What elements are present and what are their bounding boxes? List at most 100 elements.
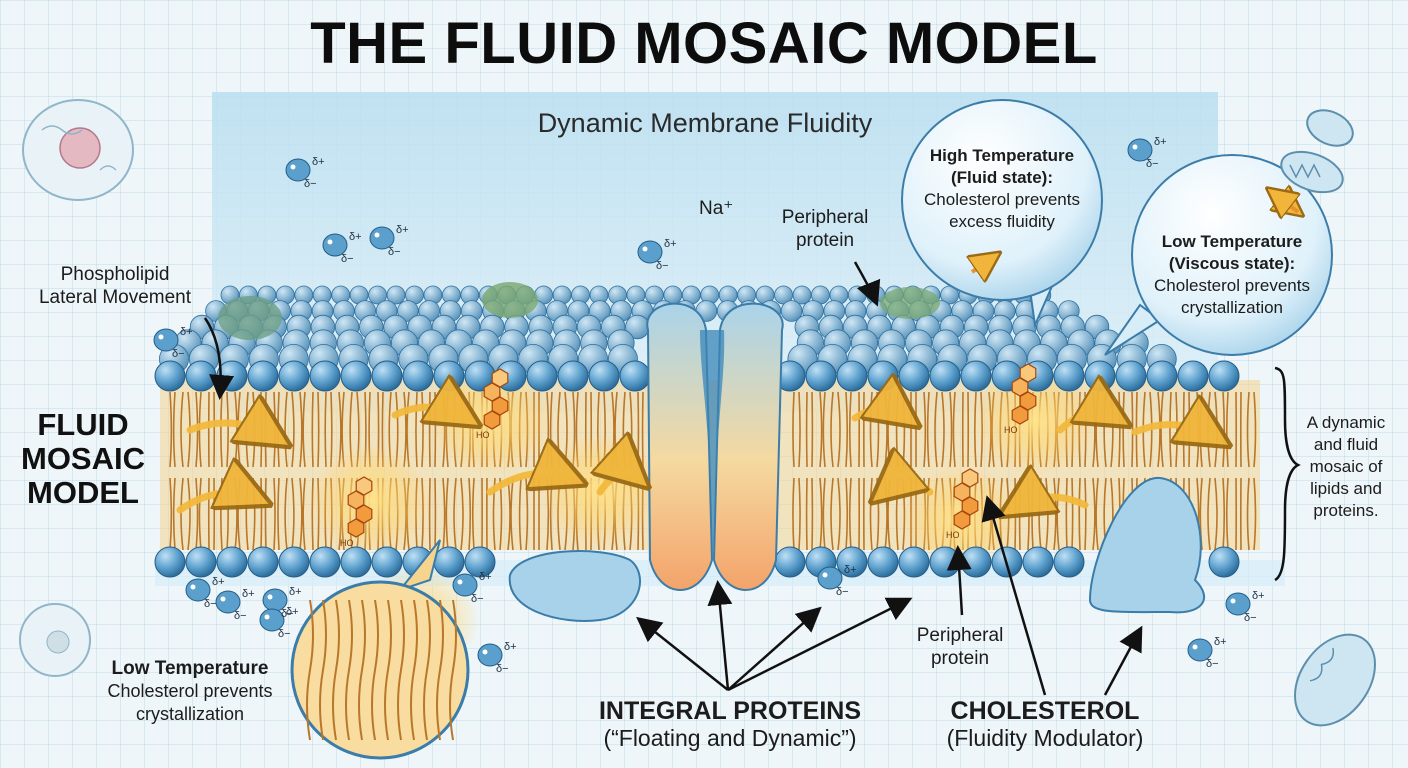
lipid-tail <box>442 477 449 551</box>
label-line: High Temperature <box>929 146 1075 165</box>
partial-charge-plus: δ+ <box>242 588 255 600</box>
water-highlight <box>264 614 270 620</box>
label-line: A dynamic <box>1306 413 1386 432</box>
magnified-tail <box>319 599 327 741</box>
surface-protein-green <box>218 296 282 340</box>
partial-charge-plus: δ+ <box>1252 590 1265 602</box>
side-label-line: FLUID <box>37 407 129 442</box>
partial-charge-minus: δ− <box>234 610 247 622</box>
magnified-tail <box>410 599 418 741</box>
lipid-tail <box>284 477 295 551</box>
partial-charge-plus: δ+ <box>1154 136 1167 148</box>
flow-arrow <box>880 484 934 495</box>
water-molecule <box>259 608 285 632</box>
magnified-tail <box>397 599 405 741</box>
lipid-head <box>1208 546 1240 578</box>
water-molecule <box>322 233 348 257</box>
lipid-tail <box>468 477 475 551</box>
lipid-head <box>898 360 930 392</box>
magnified-tail <box>345 599 353 741</box>
caption-heading: CHOLESTEROL <box>950 697 1140 725</box>
lipid-tail <box>792 391 801 468</box>
lipid-tail <box>169 477 176 551</box>
lipid-head <box>278 546 310 578</box>
lipid-tail <box>845 391 852 468</box>
lipid-tail <box>1235 477 1242 551</box>
partial-charge-plus: δ+ <box>349 231 362 243</box>
lipid-tail <box>1065 477 1074 551</box>
cholesterol-ring <box>355 476 373 496</box>
caption-subtext: (Fluidity Modulator) <box>946 725 1144 751</box>
label-line: Phospholipid <box>60 264 170 285</box>
lipid-head <box>792 285 812 305</box>
flow-arrow <box>186 423 280 440</box>
label-line: crystallization <box>1180 298 1284 317</box>
magnified-tail <box>384 599 392 741</box>
label-line: Cholesterol prevents <box>1154 276 1310 295</box>
lipid-head <box>836 360 868 392</box>
lipid-head <box>433 360 465 392</box>
diagram-subtitle: Dynamic Membrane Fluidity <box>537 108 873 138</box>
magnified-tail <box>449 599 457 741</box>
partial-charge-minus: δ− <box>304 178 317 190</box>
label-line: Low Temperature <box>1161 232 1303 251</box>
lipid-head <box>836 546 868 578</box>
sodium-ion-label: Na⁺ <box>699 198 734 219</box>
lipid-head <box>371 546 403 578</box>
lipid-head <box>1177 360 1209 392</box>
lipid-tail <box>180 477 191 551</box>
water-molecule <box>1225 592 1251 616</box>
cholesterol-molecule: HO <box>946 468 979 540</box>
lipid-head <box>247 546 279 578</box>
side-label-line: MODEL <box>27 475 139 510</box>
partial-charge-minus: δ− <box>278 628 291 640</box>
high-temperature-text: High Temperature (Fluid state): Choleste… <box>902 145 1102 233</box>
low-temperature-bubble-text: Low Temperature (Viscous state): Cholest… <box>1132 231 1332 319</box>
water-highlight <box>158 334 164 340</box>
lipid-head <box>340 546 372 578</box>
lipid-head <box>154 546 186 578</box>
mitochondrion-icon <box>1280 109 1354 194</box>
lipid-head <box>1053 360 1085 392</box>
water-molecule <box>1187 638 1213 662</box>
surface-protein-green <box>482 282 538 318</box>
page-title: THE FLUID MOSAIC MODEL <box>310 11 1098 76</box>
lipid-head <box>247 360 279 392</box>
water-molecule <box>153 328 179 352</box>
lipid-tail <box>1078 477 1087 551</box>
water-molecule <box>817 566 843 590</box>
lipid-head <box>464 546 496 578</box>
water-highlight <box>1192 644 1198 650</box>
partial-charge-plus: δ+ <box>286 606 299 618</box>
hydroxyl-label: HO <box>340 538 354 548</box>
lipid-tail <box>481 477 488 551</box>
water-highlight <box>190 584 196 590</box>
water-highlight <box>1132 144 1138 150</box>
mitochondrion-icon-bottom-right <box>1294 633 1376 727</box>
right-description: A dynamic and fluid mosaic of lipids and… <box>1296 412 1396 522</box>
magnified-tail <box>423 599 431 741</box>
lipid-tail <box>1246 477 1257 551</box>
magnified-tail <box>332 599 340 741</box>
integral-proteins-caption: INTEGRAL PROTEINS (“Floating and Dynamic… <box>570 698 890 752</box>
label-line: Low Temperature <box>111 658 269 679</box>
lipid-head <box>1115 360 1147 392</box>
flow-arrow <box>600 473 640 496</box>
cholesterol-ring <box>491 368 509 388</box>
cholesterol-ring <box>961 468 979 488</box>
partial-charge-plus: δ+ <box>1214 636 1227 648</box>
partial-charge-minus: δ− <box>836 586 849 598</box>
lipid-tail <box>934 391 945 468</box>
lipid-head <box>185 546 217 578</box>
lipid-tail <box>195 477 202 551</box>
lipid-tail <box>819 391 826 468</box>
magnified-tail <box>306 599 314 741</box>
lipid-head <box>309 360 341 392</box>
lipid-head <box>433 546 465 578</box>
lipid-head <box>619 360 651 392</box>
water-molecule <box>215 590 241 614</box>
peripheral-protein-bottom-label: Peripheral protein <box>895 624 1025 670</box>
lipid-head <box>526 360 558 392</box>
flow-arrow <box>176 493 260 514</box>
fluid-mosaic-side-label: FLUID MOSAIC MODEL <box>18 408 148 510</box>
